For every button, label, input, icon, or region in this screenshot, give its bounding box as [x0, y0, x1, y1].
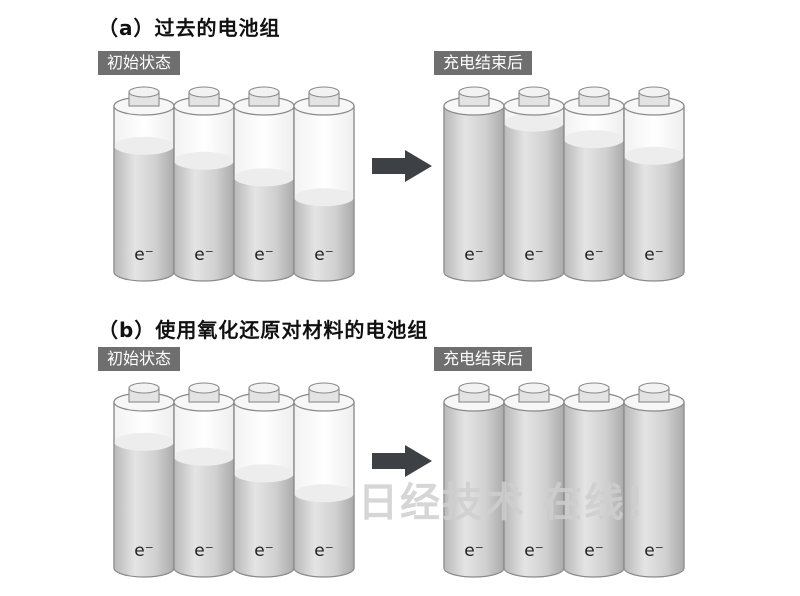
electron-label: e⁻ — [194, 245, 213, 265]
watermark: 日经技术 在线! — [358, 480, 647, 526]
electron-label: e⁻ — [254, 245, 273, 265]
electron-label: e⁻ — [584, 245, 603, 265]
section-b-title: （b）使用氧化还原对材料的电池组 — [98, 318, 429, 342]
electron-label: e⁻ — [524, 541, 543, 561]
section-a-title: （a）过去的电池组 — [98, 16, 281, 40]
section-a-after-battery-3: e⁻ — [563, 86, 625, 282]
section-b-before-battery-2: e⁻ — [173, 382, 235, 578]
electron-label: e⁻ — [254, 541, 273, 561]
electron-label: e⁻ — [524, 245, 543, 265]
section-b-before-battery-3: e⁻ — [233, 382, 295, 578]
section-a-after-label: 充电结束后 — [434, 51, 533, 75]
section-b-after-battery-3: e⁻ — [563, 382, 625, 578]
electron-label: e⁻ — [464, 245, 483, 265]
section-a-after-battery-1: e⁻ — [443, 86, 505, 282]
electron-label: e⁻ — [644, 541, 663, 561]
section-b-after-label: 充电结束后 — [434, 347, 533, 371]
section-b-before-battery-1: e⁻ — [113, 382, 175, 578]
section-a-after-battery-2: e⁻ — [503, 86, 565, 282]
electron-label: e⁻ — [314, 541, 333, 561]
section-b-after-battery-2: e⁻ — [503, 382, 565, 578]
section-b-arrow-icon — [372, 445, 432, 477]
section-a-before-label: 初始状态 — [98, 51, 181, 75]
electron-label: e⁻ — [644, 245, 663, 265]
section-b-before-label: 初始状态 — [98, 347, 181, 371]
electron-label: e⁻ — [134, 245, 153, 265]
electron-label: e⁻ — [314, 245, 333, 265]
section-a-before-battery-1: e⁻ — [113, 86, 175, 282]
electron-label: e⁻ — [584, 541, 603, 561]
section-a-before-battery-3: e⁻ — [233, 86, 295, 282]
section-a-after-battery-4: e⁻ — [623, 86, 685, 282]
section-b-after-battery-1: e⁻ — [443, 382, 505, 578]
electron-label: e⁻ — [464, 541, 483, 561]
section-b-after-battery-4: e⁻ — [623, 382, 685, 578]
electron-label: e⁻ — [194, 541, 213, 561]
section-a-before-battery-4: e⁻ — [293, 86, 355, 282]
electron-label: e⁻ — [134, 541, 153, 561]
section-a-arrow-icon — [372, 150, 432, 182]
section-b-before-battery-4: e⁻ — [293, 382, 355, 578]
section-a-before-battery-2: e⁻ — [173, 86, 235, 282]
